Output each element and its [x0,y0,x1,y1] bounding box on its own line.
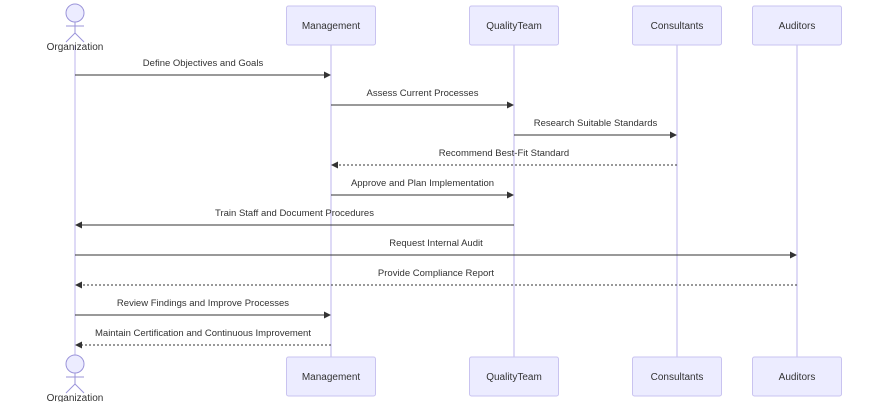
arrowhead-icon [507,191,514,199]
participant-auditors-bottom: Auditors [752,356,842,397]
actor-right-leg [74,32,85,43]
participant-label: Management [302,372,361,383]
participant-label: Auditors [779,21,816,32]
actor-label: Organization [47,42,104,53]
participants-bottom-row: Organization Management QualityTeam Consult… [47,354,842,402]
participant-box [286,356,376,397]
message-label: Research Suitable Standards [534,118,658,129]
participant-management-bottom: Management [286,356,376,397]
participant-label: QualityTeam [486,21,542,32]
message-label: Provide Compliance Report [378,268,495,279]
participant-box [632,356,722,397]
participant-label: Consultants [651,372,704,383]
message-1: Define Objectives and Goals [75,58,331,79]
participant-box [752,356,842,397]
participant-consultants-top: Consultants [632,5,722,46]
participant-organization-bottom: Organization [47,354,104,402]
participant-auditors-top: Auditors [752,5,842,46]
arrowhead-icon [75,281,82,289]
arrowhead-icon [331,161,338,169]
participant-box [632,5,722,46]
participants-top-row: Organization Management QualityTeam Consult… [47,3,842,53]
participant-qualityteam-top: QualityTeam [469,5,559,46]
arrowhead-icon [75,221,82,229]
message-label: Review Findings and Improve Processes [117,298,289,309]
message-3: Research Suitable Standards [514,118,677,139]
participant-label: Management [302,21,361,32]
message-6: Train Staff and Document Procedures [75,208,514,229]
message-label: Define Objectives and Goals [143,58,264,69]
actor-head [65,354,85,374]
arrowhead-icon [790,251,797,259]
participant-organization-top: Organization [47,3,104,53]
message-7: Request Internal Audit [75,238,797,259]
arrowhead-icon [507,101,514,109]
arrowhead-icon [75,341,82,349]
participant-label: QualityTeam [486,372,542,383]
participant-box [469,356,559,397]
message-label: Request Internal Audit [389,238,483,249]
arrowhead-icon [324,71,331,79]
arrowhead-icon [324,311,331,319]
actor-left-leg [65,32,76,43]
participant-qualityteam-bottom: QualityTeam [469,356,559,397]
participant-box [469,5,559,46]
message-4: Recommend Best-Fit Standard [331,148,677,169]
actor-left-leg [65,383,76,394]
message-label: Recommend Best-Fit Standard [439,148,569,159]
arrowhead-icon [670,131,677,139]
actor-label: Organization [47,393,104,402]
actor-figure-bottom [65,354,85,394]
message-8: Provide Compliance Report [75,268,797,289]
message-2: Assess Current Processes [331,88,514,109]
participant-management-top: Management [286,5,376,46]
message-10: Maintain Certification and Continuous Im… [75,328,331,349]
actor-head [65,3,85,23]
actor-right-leg [74,383,85,394]
participant-label: Auditors [779,372,816,383]
actor-figure-top [65,3,85,43]
message-9: Review Findings and Improve Processes [75,298,331,319]
lifelines [74,45,798,357]
message-label: Train Staff and Document Procedures [215,208,374,219]
participant-box [286,5,376,46]
message-label: Assess Current Processes [367,88,479,99]
participant-box [752,5,842,46]
participant-label: Consultants [651,21,704,32]
participant-consultants-bottom: Consultants [632,356,722,397]
message-5: Approve and Plan Implementation [331,178,514,199]
message-label: Approve and Plan Implementation [351,178,494,189]
message-label: Maintain Certification and Continuous Im… [95,328,311,339]
